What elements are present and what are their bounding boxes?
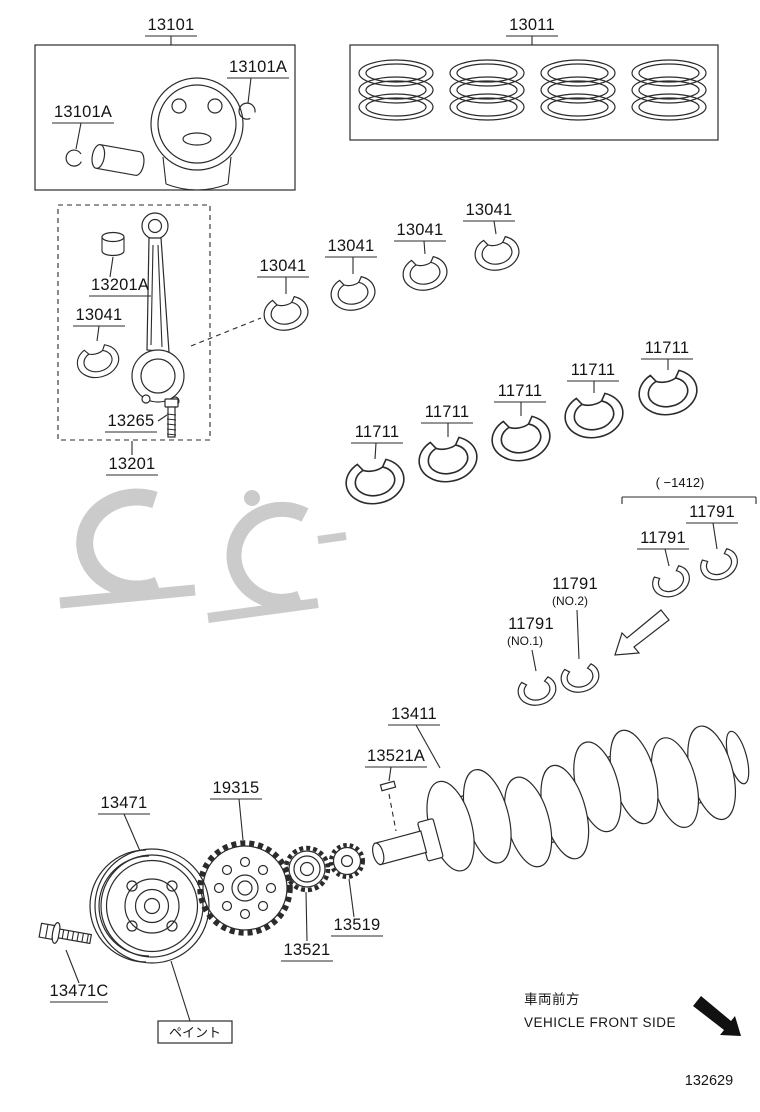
crank-gear-drawing xyxy=(283,845,331,893)
ring-stack-3 xyxy=(540,59,616,121)
timing-sprocket-drawing xyxy=(197,840,293,936)
key-assembly-leader xyxy=(388,793,397,832)
label-rod-bushing: 13201A xyxy=(91,276,149,294)
thrust-washer-b xyxy=(648,562,696,604)
label-main-bearing-1: 11711 xyxy=(355,423,399,441)
main-bearing-5 xyxy=(635,367,702,420)
crank-pulley-drawing xyxy=(89,848,210,964)
thrust-washers-group: ( −1412) 11791 11791 11791 (NO.2) 11791 … xyxy=(507,475,757,710)
rod-bearing-4 xyxy=(472,234,523,275)
crank-key-drawing xyxy=(379,780,397,792)
figure-number: 132629 xyxy=(685,1073,733,1089)
rod-to-bearing-leader xyxy=(190,317,262,347)
rod-bearing-2 xyxy=(328,274,379,315)
pulley-bolt-drawing xyxy=(38,921,93,945)
label-pin-clip-left: 13101A xyxy=(54,103,112,121)
label-rod-bolt: 13265 xyxy=(108,412,155,430)
vehicle-front-en: VEHICLE FRONT SIDE xyxy=(524,1015,676,1030)
direction-outline-arrow xyxy=(614,609,670,656)
rod-bearing-1 xyxy=(261,294,312,335)
label-rod-bearing-3: 13041 xyxy=(397,221,444,239)
main-bearings-row: 11711 11711 11711 11711 11711 xyxy=(342,339,702,509)
label-main-bearing-4: 11711 xyxy=(571,361,615,379)
connecting-rod-group: 13201A 13041 13265 13201 xyxy=(57,204,262,476)
rod-bearings-row: 13041 13041 13041 13041 xyxy=(257,201,523,335)
label-pulley-bolt: 13471C xyxy=(50,982,109,1000)
label-no1: (NO.1) xyxy=(507,634,543,648)
connecting-rod-drawing xyxy=(131,212,185,406)
label-piston: 13101 xyxy=(148,16,195,34)
thrust-washer-no1 xyxy=(515,675,560,710)
ring-set-box xyxy=(349,44,719,141)
rod-bolt-drawing xyxy=(164,398,179,438)
label-no2: (NO.2) xyxy=(552,594,588,608)
vehicle-front-note: 車両前方 VEHICLE FRONT SIDE xyxy=(524,991,741,1036)
paint-callout: ペイント xyxy=(157,960,233,1044)
vehicle-front-jp: 車両前方 xyxy=(524,991,580,1007)
label-pin-clip-right: 13101A xyxy=(229,58,287,76)
rod-group-box xyxy=(57,204,211,441)
main-bearing-1 xyxy=(342,456,409,509)
label-ring-set: 13011 xyxy=(509,16,555,34)
crankshaft-drawing xyxy=(372,725,750,872)
pin-clip-drawing-left xyxy=(65,149,82,167)
main-bearing-3 xyxy=(488,413,555,466)
watermark-logo xyxy=(59,488,347,623)
label-crankshaft: 13411 xyxy=(391,705,437,723)
vehicle-front-arrow xyxy=(693,996,741,1036)
pin-clip-drawing-right xyxy=(238,102,256,120)
rod-bearing-drawing xyxy=(73,341,123,383)
label-crank-key: 13521A xyxy=(367,747,425,765)
label-thrust-washer-no1: 11791 xyxy=(508,615,554,633)
rod-bearing-3 xyxy=(400,254,451,295)
label-connecting-rod: 13201 xyxy=(109,455,156,473)
piston-group-box xyxy=(34,44,296,191)
piston-drawing xyxy=(150,77,244,191)
ring-stack-1 xyxy=(358,59,434,121)
ring-set-group: 13011 xyxy=(349,16,719,141)
label-rod-bearing-2: 13041 xyxy=(328,237,375,255)
piston-assembly-group: 13101 13101A xyxy=(34,16,296,191)
label-rod-bearing-4: 13041 xyxy=(466,201,513,219)
label-sensor-rotor: 13519 xyxy=(334,916,381,934)
label-main-bearing-3: 11711 xyxy=(498,382,542,400)
label-main-bearing-5: 11711 xyxy=(645,339,689,357)
label-crank-gear: 13521 xyxy=(284,941,331,959)
label-thrust-washer-b: 11791 xyxy=(640,529,686,547)
label-rod-bearing-inbox: 13041 xyxy=(76,306,123,324)
label-main-bearing-2: 11711 xyxy=(425,403,469,421)
piston-pin-drawing xyxy=(91,144,145,176)
label-crank-pulley: 13471 xyxy=(101,794,148,812)
paint-label: ペイント xyxy=(169,1025,221,1040)
ring-stack-2 xyxy=(449,59,525,121)
label-rod-bearing-1: 13041 xyxy=(260,257,307,275)
thrust-washer-a xyxy=(696,545,744,587)
production-range-note: ( −1412) xyxy=(656,475,705,490)
label-thrust-washer-no2: 11791 xyxy=(552,575,598,593)
thrust-washer-no2 xyxy=(558,662,603,697)
label-thrust-washer-a: 11791 xyxy=(689,503,735,521)
ring-stack-4 xyxy=(631,59,707,121)
label-timing-sprocket: 19315 xyxy=(213,779,260,797)
main-bearing-4 xyxy=(561,390,628,443)
rod-bushing-drawing xyxy=(101,231,125,257)
main-bearing-2 xyxy=(415,434,482,487)
sensor-rotor-drawing xyxy=(329,843,365,879)
